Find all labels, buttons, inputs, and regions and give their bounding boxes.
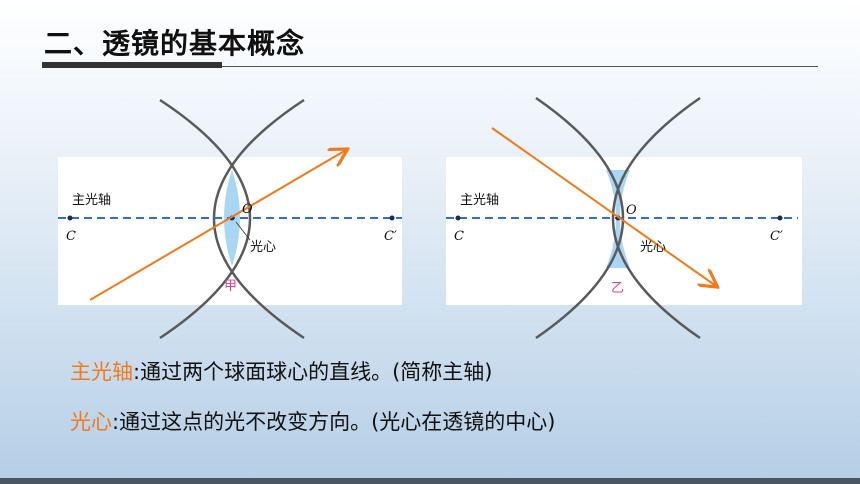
definition-term: 光心 xyxy=(70,410,112,434)
title-underline-thin xyxy=(222,66,818,67)
point-o-label-left: O xyxy=(242,202,253,217)
axis-label-right: 主光轴 xyxy=(460,193,499,208)
caption-left: 甲 xyxy=(224,279,237,294)
point-c-dot-right xyxy=(455,215,461,221)
definition-term: 主光轴 xyxy=(70,360,133,384)
point-c-dot-left xyxy=(67,215,73,221)
definition-principal-axis: 主光轴:通过两个球面球心的直线。(简称主轴) xyxy=(70,356,492,386)
point-c-prime-label-left: C′ xyxy=(384,229,397,244)
page-title: 二、透镜的基本概念 xyxy=(44,27,306,60)
figure-concave-lens: 主光轴 C C′ O 光心 乙 xyxy=(446,96,802,340)
definition-optical-center: 光心:通过这点的光不改变方向。(光心在透镜的中心) xyxy=(70,406,555,436)
bottom-bar xyxy=(0,478,860,484)
figure-convex-lens: 主光轴 C C′ O 光心 甲 xyxy=(58,98,402,340)
optical-center-leader-left xyxy=(235,221,251,241)
definition-text: :通过这点的光不改变方向。(光心在透镜的中心) xyxy=(112,410,556,434)
light-ray-right xyxy=(491,127,716,286)
optical-center-label-left: 光心 xyxy=(250,240,276,255)
point-c-prime-dot-left xyxy=(389,215,395,221)
axis-label-left: 主光轴 xyxy=(72,193,111,208)
point-c-prime-dot-right xyxy=(777,215,783,221)
title-underline-thick xyxy=(42,62,222,68)
convex-left-arc xyxy=(159,98,252,340)
concave-right-arc xyxy=(611,96,701,340)
definition-text: :通过两个球面球心的直线。(简称主轴) xyxy=(133,360,493,384)
optical-center-label-right: 光心 xyxy=(640,240,666,255)
point-c-prime-label-right: C′ xyxy=(770,229,783,244)
point-o-label-right: O xyxy=(626,203,637,218)
point-c-label-right: C xyxy=(454,229,464,244)
point-c-label-left: C xyxy=(66,229,76,244)
caption-right: 乙 xyxy=(611,281,624,296)
light-ray-left xyxy=(89,150,346,301)
